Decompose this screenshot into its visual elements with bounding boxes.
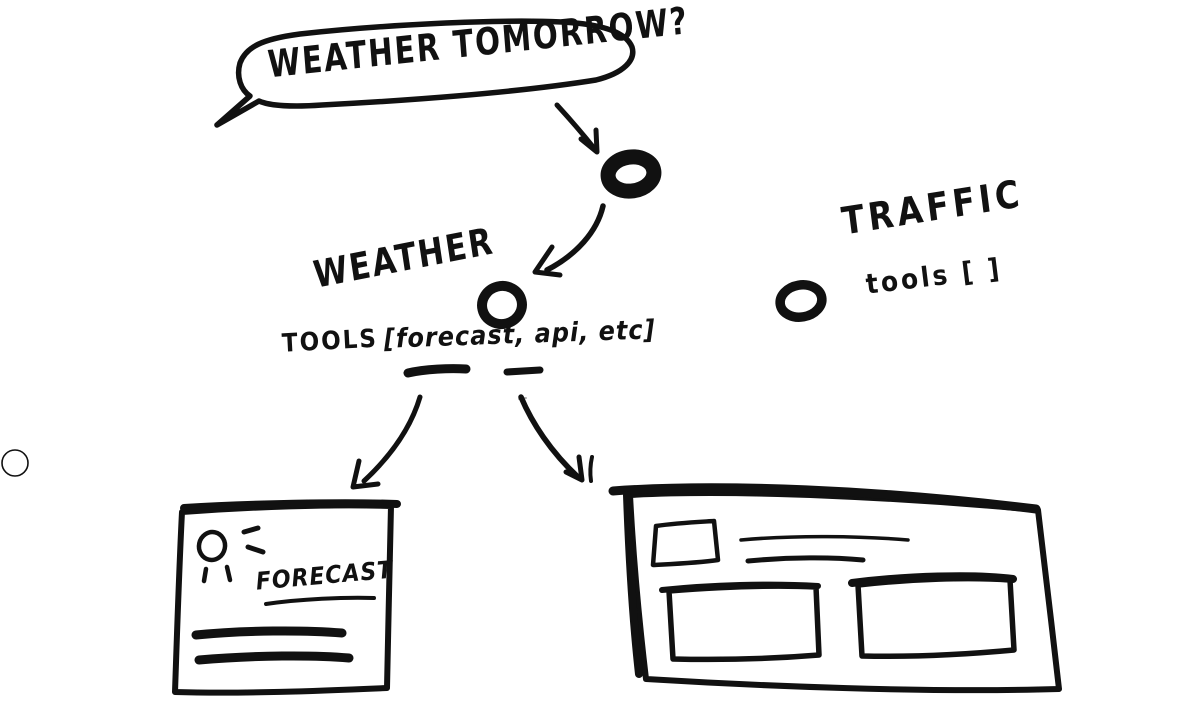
weather-node (477, 280, 527, 330)
arrow-weather-to-wireframe (518, 394, 594, 483)
browser-wireframe-sketch (608, 483, 1062, 694)
arrow-weather-to-forecast (350, 394, 423, 490)
sun-icon (196, 525, 266, 584)
forecast-card-sketch (172, 499, 401, 696)
traffic-node (775, 280, 827, 322)
router-node (600, 149, 662, 199)
weather-tools-label: TOOLS (281, 324, 379, 359)
arrow-bubble-to-router (554, 102, 600, 155)
speech-bubble-outline (214, 18, 636, 128)
arrow-router-to-weather (532, 203, 606, 278)
circle-cursor-icon[interactable] (1, 449, 29, 477)
